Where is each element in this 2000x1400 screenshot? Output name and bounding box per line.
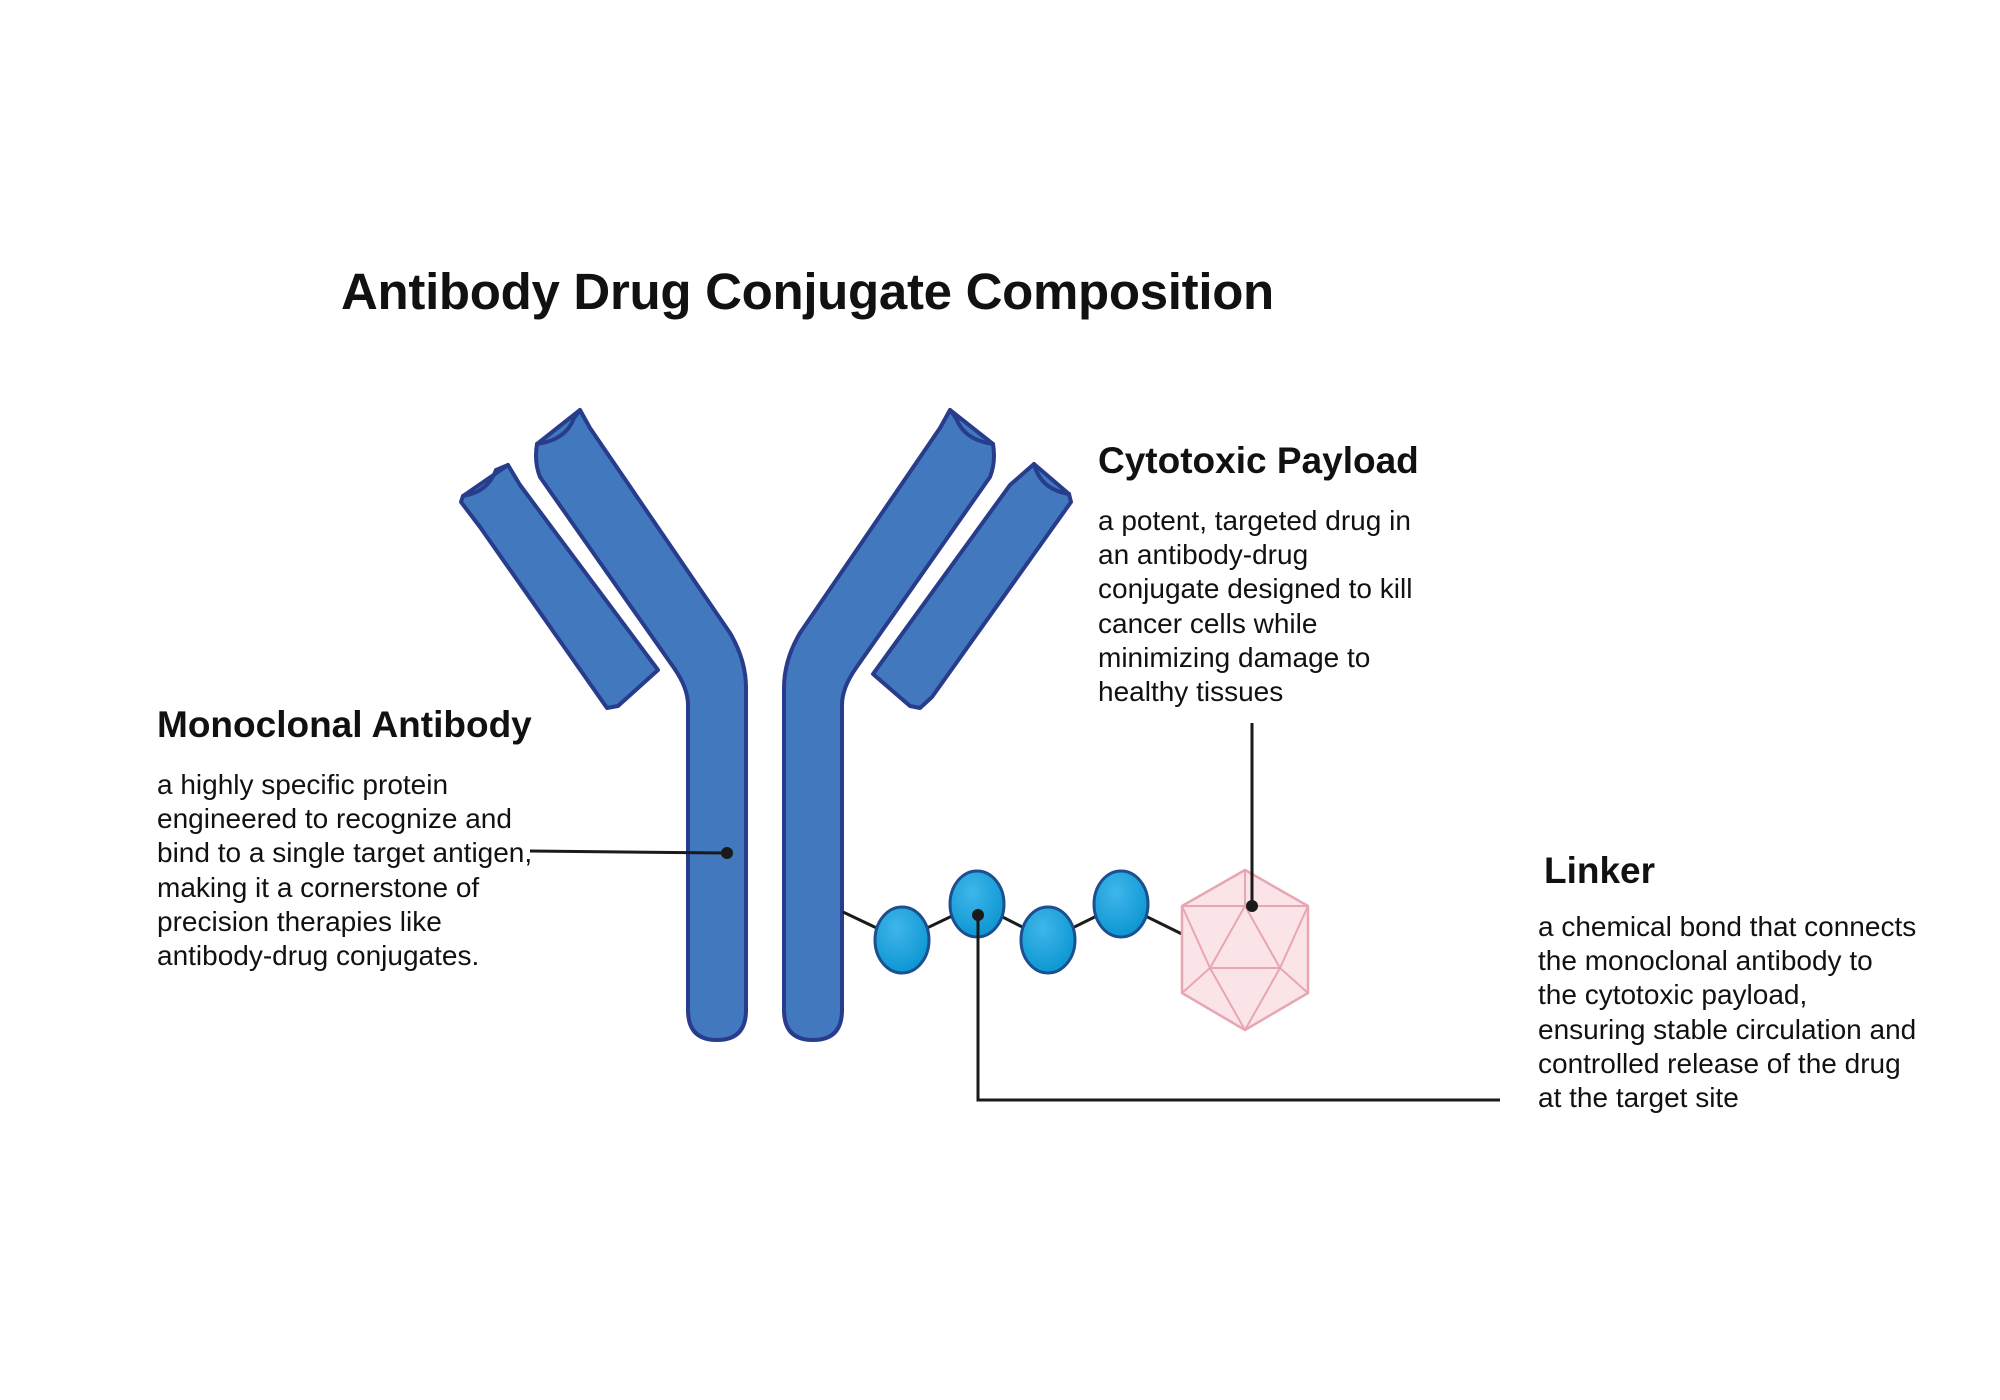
cytotoxic-payload-description: a potent, targeted drug in an antibody-d… [1098,505,1413,708]
linker-label: Linker a chemical bond that connects the… [1538,850,1918,1115]
antibody-left-heavy-chain [534,408,748,1042]
antibody-right-heavy-chain [782,408,996,1042]
monoclonal-antibody-description: a highly specific protein engineered to … [157,769,533,972]
linker-description: a chemical bond that connects the monocl… [1538,911,1917,1114]
payload-facet [1181,992,1246,1031]
payload-facet [1279,905,1309,969]
leader-line-linker [976,915,1500,1102]
linker-bead [1019,905,1077,975]
monoclonal-antibody-label: Monoclonal Antibody a highly specific pr… [157,704,557,973]
monoclonal-antibody [459,408,1073,1042]
payload-facet [1279,967,1309,994]
payload-inner-triangle [1209,905,1281,969]
payload-facet [1181,905,1211,969]
leader-line-antibody [529,849,726,855]
payload-facet [1244,967,1281,1031]
antibody-left-light-chain [459,463,660,710]
linker-heading: Linker [1544,850,1656,891]
leader-dot-linker [972,909,984,921]
linker-bead [1092,869,1150,939]
antibody-left-heavy-notch [535,408,582,446]
linker-bead [873,905,931,975]
payload-facet [1181,967,1211,994]
leader-dot-antibody [721,847,733,859]
monoclonal-antibody-heading: Monoclonal Antibody [157,704,532,745]
payload-facet [1209,967,1246,1031]
cytotoxic-payload-label: Cytotoxic Payload a potent, targeted dru… [1098,440,1428,709]
leader-lines [529,723,1500,1102]
antibody-right-light-chain [871,462,1073,710]
linker-chain [842,869,1191,975]
leader-dot-payload [1246,900,1258,912]
diagram-title: Antibody Drug Conjugate Composition [341,263,1274,320]
antibody-right-heavy-notch [948,408,995,446]
cytotoxic-payload-heading: Cytotoxic Payload [1098,440,1419,481]
antibody-left-light-notch [461,463,510,498]
antibody-right-light-notch [1032,462,1071,496]
cytotoxic-payload [1180,868,1310,1032]
